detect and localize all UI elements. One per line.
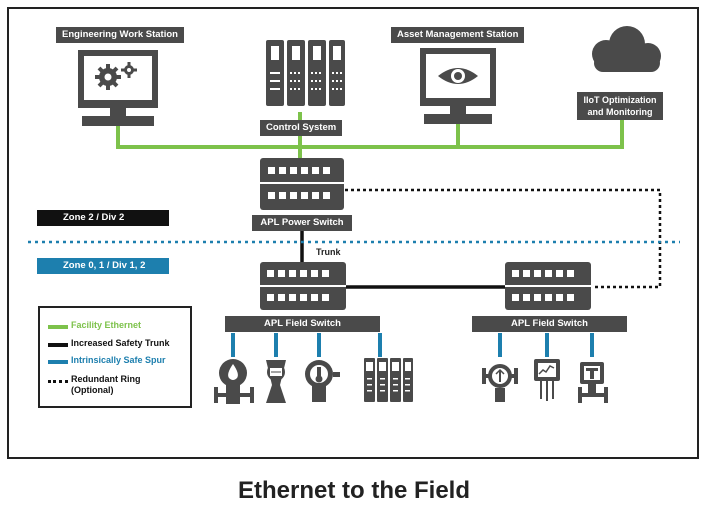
legend-swatch-facility <box>48 325 68 329</box>
legend-label-facility: Facility Ethernet <box>71 320 142 330</box>
legend-label-ring: Redundant Ring (Optional) <box>71 374 141 395</box>
zone01-label: Zone 0, 1 / Div 1, 2 <box>37 258 169 274</box>
trunk-lines <box>300 229 505 289</box>
engineering-station-label: Engineering Work Station <box>56 27 184 43</box>
iiot-label-line2: and Monitoring <box>587 107 653 117</box>
power-switch-label: APL Power Switch <box>252 215 352 231</box>
iiot-label: IIoT Optimization and Monitoring <box>577 92 663 120</box>
page-title: Ethernet to the Field <box>237 477 470 504</box>
monitor-gears-icon <box>78 50 158 126</box>
field-switch-right-label: APL Field Switch <box>472 316 627 332</box>
temperature-transmitter-icon <box>305 360 340 402</box>
facility-ethernet-lines <box>116 112 624 158</box>
legend-label-trunk: Increased Safety Trunk <box>71 338 170 348</box>
field-switch-left-label: APL Field Switch <box>225 316 380 332</box>
legend-label-spur: Intrinsically Safe Spur <box>71 355 166 365</box>
control-system-rack-icon <box>266 40 345 106</box>
trunk-label: Trunk <box>316 247 341 257</box>
legend: Facility Ethernet Increased Safety Trunk… <box>38 306 192 408</box>
power-switch-icon <box>260 158 344 210</box>
control-system-label: Control System <box>260 120 343 136</box>
legend-item-trunk: Increased Safety Trunk <box>48 338 170 349</box>
redundant-ring-line <box>345 188 662 289</box>
iiot-label-line1: IIoT Optimization <box>583 95 657 105</box>
legend-swatch-spur <box>48 360 68 364</box>
io-rack-icon <box>364 358 413 402</box>
analyzer-icon <box>534 359 560 401</box>
spur-lines <box>231 333 594 357</box>
flow-meter-icon <box>266 360 286 403</box>
diagram-frame <box>7 7 699 459</box>
monitor-eye-icon <box>420 48 496 124</box>
flow-meter-valve-icon <box>482 364 518 402</box>
legend-item-spur: Intrinsically Safe Spur <box>48 355 166 366</box>
field-switch-left-icon <box>260 262 346 310</box>
valve-flow-icon <box>214 359 254 404</box>
zone2-label: Zone 2 / Div 2 <box>37 210 169 226</box>
asset-station-label: Asset Management Station <box>391 27 525 43</box>
legend-swatch-ring <box>48 380 68 383</box>
cloud-icon <box>592 26 661 72</box>
pressure-transmitter-icon <box>578 362 608 403</box>
legend-item-ring: Redundant Ring (Optional) <box>48 374 141 396</box>
legend-item-facility: Facility Ethernet <box>48 320 141 331</box>
legend-swatch-trunk <box>48 343 68 347</box>
field-switch-right-icon <box>505 262 591 310</box>
